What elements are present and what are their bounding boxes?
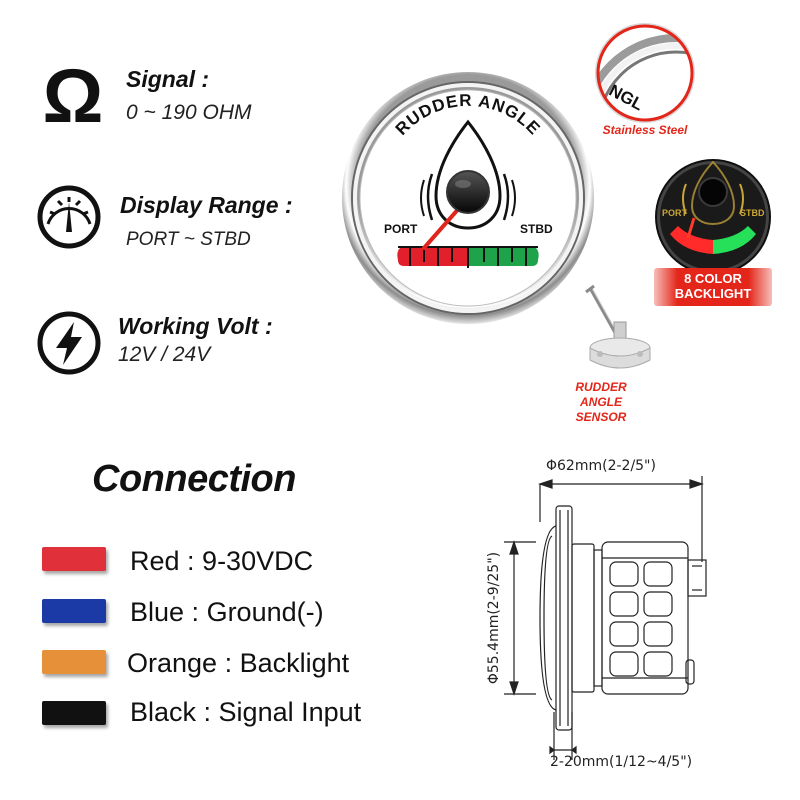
spec-title-display-range: Display Range : bbox=[120, 192, 293, 218]
gauge-icon bbox=[36, 184, 102, 250]
wire-item-red bbox=[42, 547, 106, 571]
wire-item-blue bbox=[42, 599, 106, 623]
backlight-zoom: PORT STBD bbox=[654, 158, 772, 276]
spec-value-signal: 0 ~ 190 OHM bbox=[126, 101, 252, 124]
stainless-steel-zoom: NGL bbox=[594, 22, 696, 124]
svg-text:RUDDER ANGLE: RUDDER ANGLE bbox=[392, 91, 544, 139]
wire-label-blue: Blue : Ground(-) bbox=[130, 597, 324, 627]
dimension-diameter: Φ62mm(2-2/5") bbox=[546, 458, 656, 474]
backlight-zoom-port: PORT bbox=[662, 208, 688, 218]
dimension-cutout: Φ55.4mm(2-9/25") bbox=[486, 551, 502, 685]
wire-swatch-black bbox=[42, 701, 106, 725]
spec-title-working-volt: Working Volt : bbox=[118, 313, 273, 339]
dimension-thickness: 2-20mm(1/12~4/5") bbox=[550, 754, 693, 770]
lightning-icon bbox=[36, 310, 102, 376]
spec-value-working-volt: 12V / 24V bbox=[118, 343, 211, 366]
backlight-label-badge: 8 COLOR BACKLIGHT bbox=[654, 268, 772, 306]
dimension-drawing: Φ62mm(2-2/5") Φ55.4mm(2-9/25") 2-20mm(1/… bbox=[480, 450, 780, 790]
wire-item-orange bbox=[42, 650, 106, 674]
stainless-steel-label: Stainless Steel bbox=[602, 123, 688, 137]
gauge-port-label: PORT bbox=[384, 222, 418, 236]
wire-item-black bbox=[42, 701, 106, 725]
wire-swatch-blue bbox=[42, 599, 106, 623]
spec-value-display-range: PORT ~ STBD bbox=[126, 229, 251, 250]
wire-label-orange: Orange : Backlight bbox=[127, 648, 350, 678]
backlight-zoom-stbd: STBD bbox=[740, 208, 765, 218]
rudder-sensor-image bbox=[578, 284, 658, 380]
omega-icon: Ω bbox=[38, 54, 108, 139]
wire-swatch-orange bbox=[42, 650, 106, 674]
gauge-stbd-label: STBD bbox=[520, 222, 553, 236]
gauge-title: RUDDER ANGLE bbox=[392, 91, 543, 139]
wire-label-black: Black : Signal Input bbox=[130, 697, 362, 727]
wire-label-red: Red : 9-30VDC bbox=[130, 546, 314, 576]
wire-swatch-red bbox=[42, 547, 106, 571]
backlight-label: 8 COLOR BACKLIGHT bbox=[674, 271, 752, 301]
rudder-angle-gauge: RUDDER ANGLE PORT STBD bbox=[340, 70, 596, 326]
svg-text:Ω: Ω bbox=[43, 58, 104, 130]
sensor-label: RUDDER ANGLE SENSOR bbox=[575, 380, 627, 424]
spec-title-signal: Signal : bbox=[126, 66, 210, 92]
connection-title: Connection bbox=[92, 458, 296, 500]
